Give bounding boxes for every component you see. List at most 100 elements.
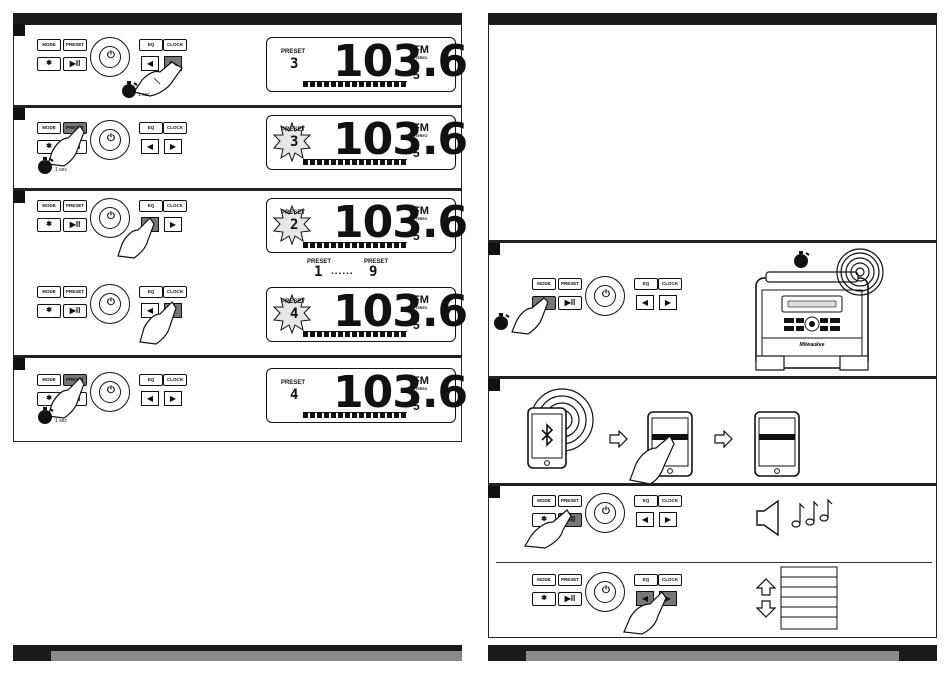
tune-left-button[interactable]: ◀ <box>636 295 654 310</box>
clock-button[interactable]: CLOCK <box>163 39 187 51</box>
clock-button[interactable]: CLOCK <box>163 286 187 298</box>
power-knob[interactable]: ⏻ <box>585 572 625 612</box>
play-pause-button[interactable]: ▶II <box>558 296 582 310</box>
clock-button[interactable]: CLOCK <box>163 374 187 386</box>
clock-button[interactable]: CLOCK <box>658 278 682 290</box>
right-page-frame <box>488 24 937 638</box>
preset-button[interactable]: PRESET <box>63 200 87 212</box>
play-pause-button[interactable]: ▶II <box>63 304 87 318</box>
eq-button[interactable]: EQ <box>139 374 163 386</box>
lcd-frequency: 103.6 <box>333 197 468 248</box>
eq-button[interactable]: EQ <box>139 122 163 134</box>
tune-left-button[interactable]: ◀ <box>636 512 654 527</box>
left-page-footer-bar <box>13 645 462 661</box>
tune-left-button[interactable]: ◀ <box>141 303 159 318</box>
phone-bluetooth-illustration <box>527 388 594 469</box>
mode-button[interactable]: MODE <box>532 495 556 507</box>
tune-right-button[interactable]: ▶ <box>164 391 182 406</box>
music-notes-icon <box>791 498 833 528</box>
mode-button[interactable]: MODE <box>532 574 556 586</box>
power-icon: ⏻ <box>602 585 610 596</box>
lcd-signal: 5 <box>413 146 420 160</box>
bluetooth-button[interactable]: ✱ <box>532 592 556 606</box>
play-pause-button[interactable]: ▶II <box>558 592 582 606</box>
tune-right-button[interactable]: ▶ <box>164 217 182 232</box>
tune-left-button[interactable]: ◀ <box>141 391 159 406</box>
lcd-band: FM <box>413 375 429 387</box>
power-knob[interactable]: ⏻ <box>90 120 130 160</box>
lcd-stereo: STEREO <box>413 387 428 391</box>
stopwatch-icon <box>38 157 54 174</box>
clock-button[interactable]: CLOCK <box>658 574 682 586</box>
bluetooth-button[interactable]: ✱ <box>37 57 61 71</box>
lcd-signal: 5 <box>413 399 420 413</box>
power-knob[interactable]: ⏻ <box>585 276 625 316</box>
lcd-signal-bars <box>303 159 407 165</box>
power-knob[interactable]: ⏻ <box>585 493 625 533</box>
arrow-right-icon <box>609 430 628 448</box>
clock-button[interactable]: CLOCK <box>163 122 187 134</box>
lcd-preset-number: 4 <box>290 306 299 322</box>
tune-right-button[interactable]: ▶ <box>164 139 182 154</box>
power-knob[interactable]: ⏻ <box>90 284 130 324</box>
lcd-stereo: STEREO <box>413 134 428 138</box>
flash-burst-icon <box>273 122 311 162</box>
mode-button[interactable]: MODE <box>37 39 61 51</box>
pointing-hand-icon <box>623 591 667 635</box>
power-knob[interactable]: ⏻ <box>90 198 130 238</box>
power-icon: ⏻ <box>107 50 115 61</box>
speaker-icon <box>756 499 779 537</box>
preset-range-start: 1 <box>314 264 323 280</box>
mode-button[interactable]: MODE <box>37 374 61 386</box>
step-tab-4 <box>13 358 25 370</box>
lcd-frequency: 103.6 <box>333 114 468 165</box>
play-pause-button[interactable]: ▶II <box>63 57 87 71</box>
preset-button[interactable]: PRESET <box>558 574 582 586</box>
mode-button[interactable]: MODE <box>37 122 61 134</box>
play-pause-button[interactable]: ▶II <box>63 218 87 232</box>
eq-button[interactable]: EQ <box>139 286 163 298</box>
eq-button[interactable]: EQ <box>634 278 658 290</box>
clock-button[interactable]: CLOCK <box>163 200 187 212</box>
eq-button[interactable]: EQ <box>634 495 658 507</box>
lcd-band: FM <box>413 44 429 56</box>
tune-right-button[interactable]: ▶ <box>659 295 677 310</box>
lcd-frequency: 103.6 <box>333 36 468 87</box>
bluetooth-button[interactable]: ✱ <box>37 218 61 232</box>
tune-left-button[interactable]: ◀ <box>141 139 159 154</box>
hold-time-label: 1 sec <box>55 418 67 424</box>
arrow-right-icon <box>714 430 733 448</box>
pointing-hand-icon <box>117 217 155 259</box>
bluetooth-button[interactable]: ✱ <box>37 304 61 318</box>
lcd-signal-bars <box>303 331 407 337</box>
lcd-display-step2: PRESET 3 103.6 FM STEREO 5 <box>266 114 468 170</box>
right-separator-1 <box>488 240 937 243</box>
step-tab-2 <box>13 108 25 120</box>
power-knob[interactable]: ⏻ <box>90 372 130 412</box>
lcd-preset-label: PRESET <box>281 380 306 386</box>
preset-button[interactable]: PRESET <box>558 278 582 290</box>
power-icon: ⏻ <box>107 133 115 144</box>
lcd-frequency: 103.6 <box>333 286 468 337</box>
preset-button[interactable]: PRESET <box>63 286 87 298</box>
mode-button[interactable]: MODE <box>532 278 556 290</box>
broadcast-waves-icon <box>836 248 884 296</box>
tune-right-button[interactable]: ▶ <box>659 512 677 527</box>
stopwatch-icon <box>494 313 510 330</box>
preset-button[interactable]: PRESET <box>63 39 87 51</box>
eq-button[interactable]: EQ <box>634 574 658 586</box>
eq-button[interactable]: EQ <box>139 39 163 51</box>
lcd-display-step3a: PRESET 2 103.6 FM STEREO 5 <box>266 197 468 253</box>
eq-button[interactable]: EQ <box>139 200 163 212</box>
power-knob[interactable]: ⏻ <box>90 37 130 77</box>
preset-button[interactable]: PRESET <box>558 495 582 507</box>
lcd-stereo: STEREO <box>413 56 428 60</box>
right-page-header-bar <box>488 13 937 25</box>
tune-left-button[interactable]: ◀ <box>141 56 159 71</box>
lcd-signal: 5 <box>413 229 420 243</box>
lcd-preset-label: PRESET <box>281 49 306 55</box>
mode-button[interactable]: MODE <box>37 286 61 298</box>
mode-button[interactable]: MODE <box>37 200 61 212</box>
clock-button[interactable]: CLOCK <box>658 495 682 507</box>
stopwatch-icon <box>38 407 54 424</box>
